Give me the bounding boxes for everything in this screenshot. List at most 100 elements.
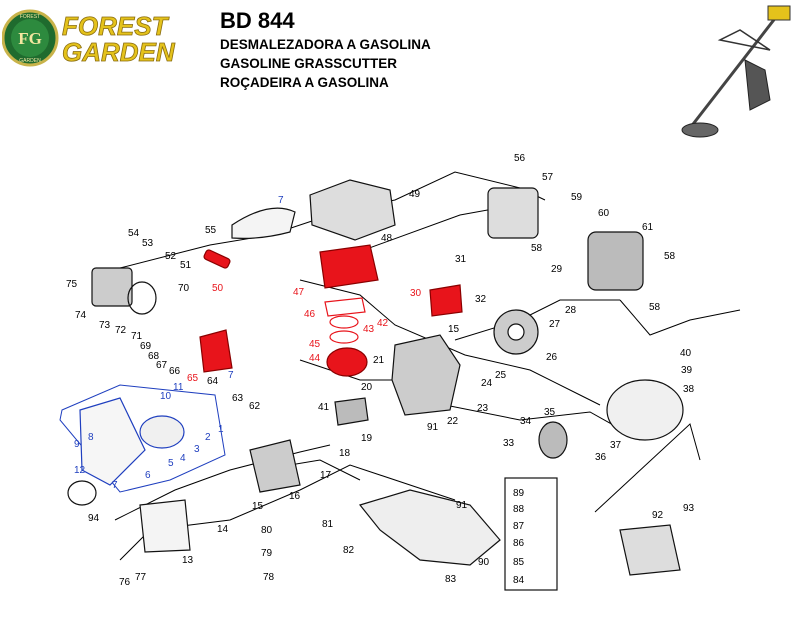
part-callout-13: 13 bbox=[182, 555, 194, 566]
page-header: FOREST FG GARDEN FOREST GARDEN BD 844 DE… bbox=[0, 0, 800, 110]
part-callout-84: 84 bbox=[513, 575, 525, 586]
muffler bbox=[587, 231, 644, 291]
part-callout-39: 39 bbox=[681, 365, 693, 376]
spark-plug-red bbox=[203, 249, 231, 269]
crankshaft bbox=[334, 397, 369, 426]
part-callout-91: 91 bbox=[427, 422, 439, 433]
part-callout-60: 60 bbox=[598, 208, 610, 219]
starter-housing bbox=[79, 397, 146, 486]
part-callout-7-5: 7 bbox=[228, 370, 234, 381]
part-callout-14: 14 bbox=[217, 524, 229, 535]
part-callout-36: 36 bbox=[595, 452, 607, 463]
part-callout-52: 52 bbox=[165, 251, 177, 262]
part-callout-33: 33 bbox=[503, 438, 515, 449]
part-callout-9: 9 bbox=[74, 439, 80, 450]
part-callout-66: 66 bbox=[169, 366, 181, 377]
part-callout-24: 24 bbox=[481, 378, 493, 389]
part-callout-70: 70 bbox=[178, 283, 190, 294]
part-callout-93: 93 bbox=[683, 503, 695, 514]
part-callout-26: 26 bbox=[546, 352, 558, 363]
part-callout-53: 53 bbox=[142, 238, 154, 249]
part-callout-labels: 1234567891011121314151617181920212223242… bbox=[66, 153, 695, 588]
part-callout-21: 21 bbox=[373, 355, 385, 366]
part-callout-2: 2 bbox=[205, 432, 211, 443]
part-callout-68: 68 bbox=[148, 351, 160, 362]
part-callout-30: 30 bbox=[410, 288, 422, 299]
fan-housing bbox=[606, 379, 684, 441]
fuel-tank bbox=[358, 489, 501, 566]
part-callout-31: 31 bbox=[455, 254, 467, 265]
model-number: BD 844 bbox=[220, 8, 295, 33]
part-callout-48: 48 bbox=[381, 233, 393, 244]
air-filter-cover bbox=[231, 207, 296, 239]
part-callout-45: 45 bbox=[309, 339, 321, 350]
part-callout-27: 27 bbox=[549, 319, 561, 330]
brand-logo: FOREST FG GARDEN FOREST GARDEN bbox=[2, 9, 176, 67]
brand-name-line2: GARDEN bbox=[62, 37, 176, 67]
part-callout-37: 37 bbox=[610, 440, 622, 451]
cover-13 bbox=[139, 499, 191, 553]
part-callout-49: 49 bbox=[409, 189, 421, 200]
title-english: GASOLINE GRASSCUTTER bbox=[220, 56, 398, 71]
part-callout-25: 25 bbox=[495, 370, 507, 381]
part-callout-34: 34 bbox=[520, 416, 532, 427]
part-callout-20: 20 bbox=[361, 382, 373, 393]
part-callout-73: 73 bbox=[99, 320, 111, 331]
part-callout-74: 74 bbox=[75, 310, 87, 321]
gasket-red bbox=[324, 297, 366, 317]
part-callout-40: 40 bbox=[680, 348, 692, 359]
logo-ring-top-text: FOREST bbox=[20, 14, 40, 20]
part-callout-62: 62 bbox=[249, 401, 261, 412]
title-spanish: DESMALEZADORA A GASOLINA bbox=[220, 37, 431, 52]
part-callout-55: 55 bbox=[205, 225, 217, 236]
part-callout-32: 32 bbox=[475, 294, 487, 305]
part-callout-78: 78 bbox=[263, 572, 275, 583]
part-callout-17: 17 bbox=[320, 470, 332, 481]
part-callout-91-6: 91 bbox=[456, 500, 468, 511]
part-callout-7-4: 7 bbox=[278, 195, 284, 206]
part-callout-75: 75 bbox=[66, 279, 78, 290]
part-callout-1: 1 bbox=[218, 424, 224, 435]
part-callout-65: 65 bbox=[187, 373, 199, 384]
part-callout-29: 29 bbox=[551, 264, 563, 275]
logo-ring-bottom-text: GARDEN bbox=[19, 58, 41, 64]
part-callout-15: 15 bbox=[252, 501, 264, 512]
part-callout-18: 18 bbox=[339, 448, 351, 459]
part-callout-6: 6 bbox=[145, 470, 151, 481]
part-callout-10: 10 bbox=[160, 391, 172, 402]
logo-monogram: FG bbox=[18, 29, 42, 48]
piston-ring-2 bbox=[329, 315, 359, 329]
title-portuguese: ROÇADEIRA A GASOLINA bbox=[220, 75, 389, 90]
part-callout-81: 81 bbox=[322, 519, 334, 530]
part-callout-22: 22 bbox=[447, 416, 459, 427]
part-callout-86: 86 bbox=[513, 538, 525, 549]
recoil-starter-group-box bbox=[59, 384, 226, 493]
cylinder-red bbox=[319, 244, 379, 289]
part-callout-87: 87 bbox=[513, 521, 525, 532]
part-callout-43: 43 bbox=[363, 324, 375, 335]
part-callout-4: 4 bbox=[180, 453, 186, 464]
part-callout-90: 90 bbox=[478, 557, 490, 568]
part-callout-94: 94 bbox=[88, 513, 100, 524]
part-callout-67: 67 bbox=[156, 360, 168, 371]
part-callout-59: 59 bbox=[571, 192, 583, 203]
part-callout-16: 16 bbox=[289, 491, 301, 502]
title-block: BD 844 DESMALEZADORA A GASOLINA GASOLINE… bbox=[220, 8, 431, 94]
part-callout-8: 8 bbox=[88, 432, 94, 443]
stand-bracket bbox=[619, 524, 681, 576]
part-callout-7: 7 bbox=[112, 480, 118, 491]
part-shapes bbox=[67, 179, 684, 591]
gearcase-16 bbox=[249, 439, 301, 493]
clutch-drum bbox=[538, 421, 568, 459]
part-callout-89: 89 bbox=[513, 488, 525, 499]
part-callout-57: 57 bbox=[542, 172, 554, 183]
part-callout-35: 35 bbox=[544, 407, 556, 418]
crankcase bbox=[391, 334, 461, 416]
ignition-coil-red bbox=[429, 284, 463, 317]
part-callout-76: 76 bbox=[119, 577, 131, 588]
part-callout-11: 11 bbox=[173, 382, 184, 393]
part-callout-63: 63 bbox=[232, 393, 244, 404]
part-callout-85: 85 bbox=[513, 557, 525, 568]
muffler-bracket bbox=[487, 187, 539, 239]
